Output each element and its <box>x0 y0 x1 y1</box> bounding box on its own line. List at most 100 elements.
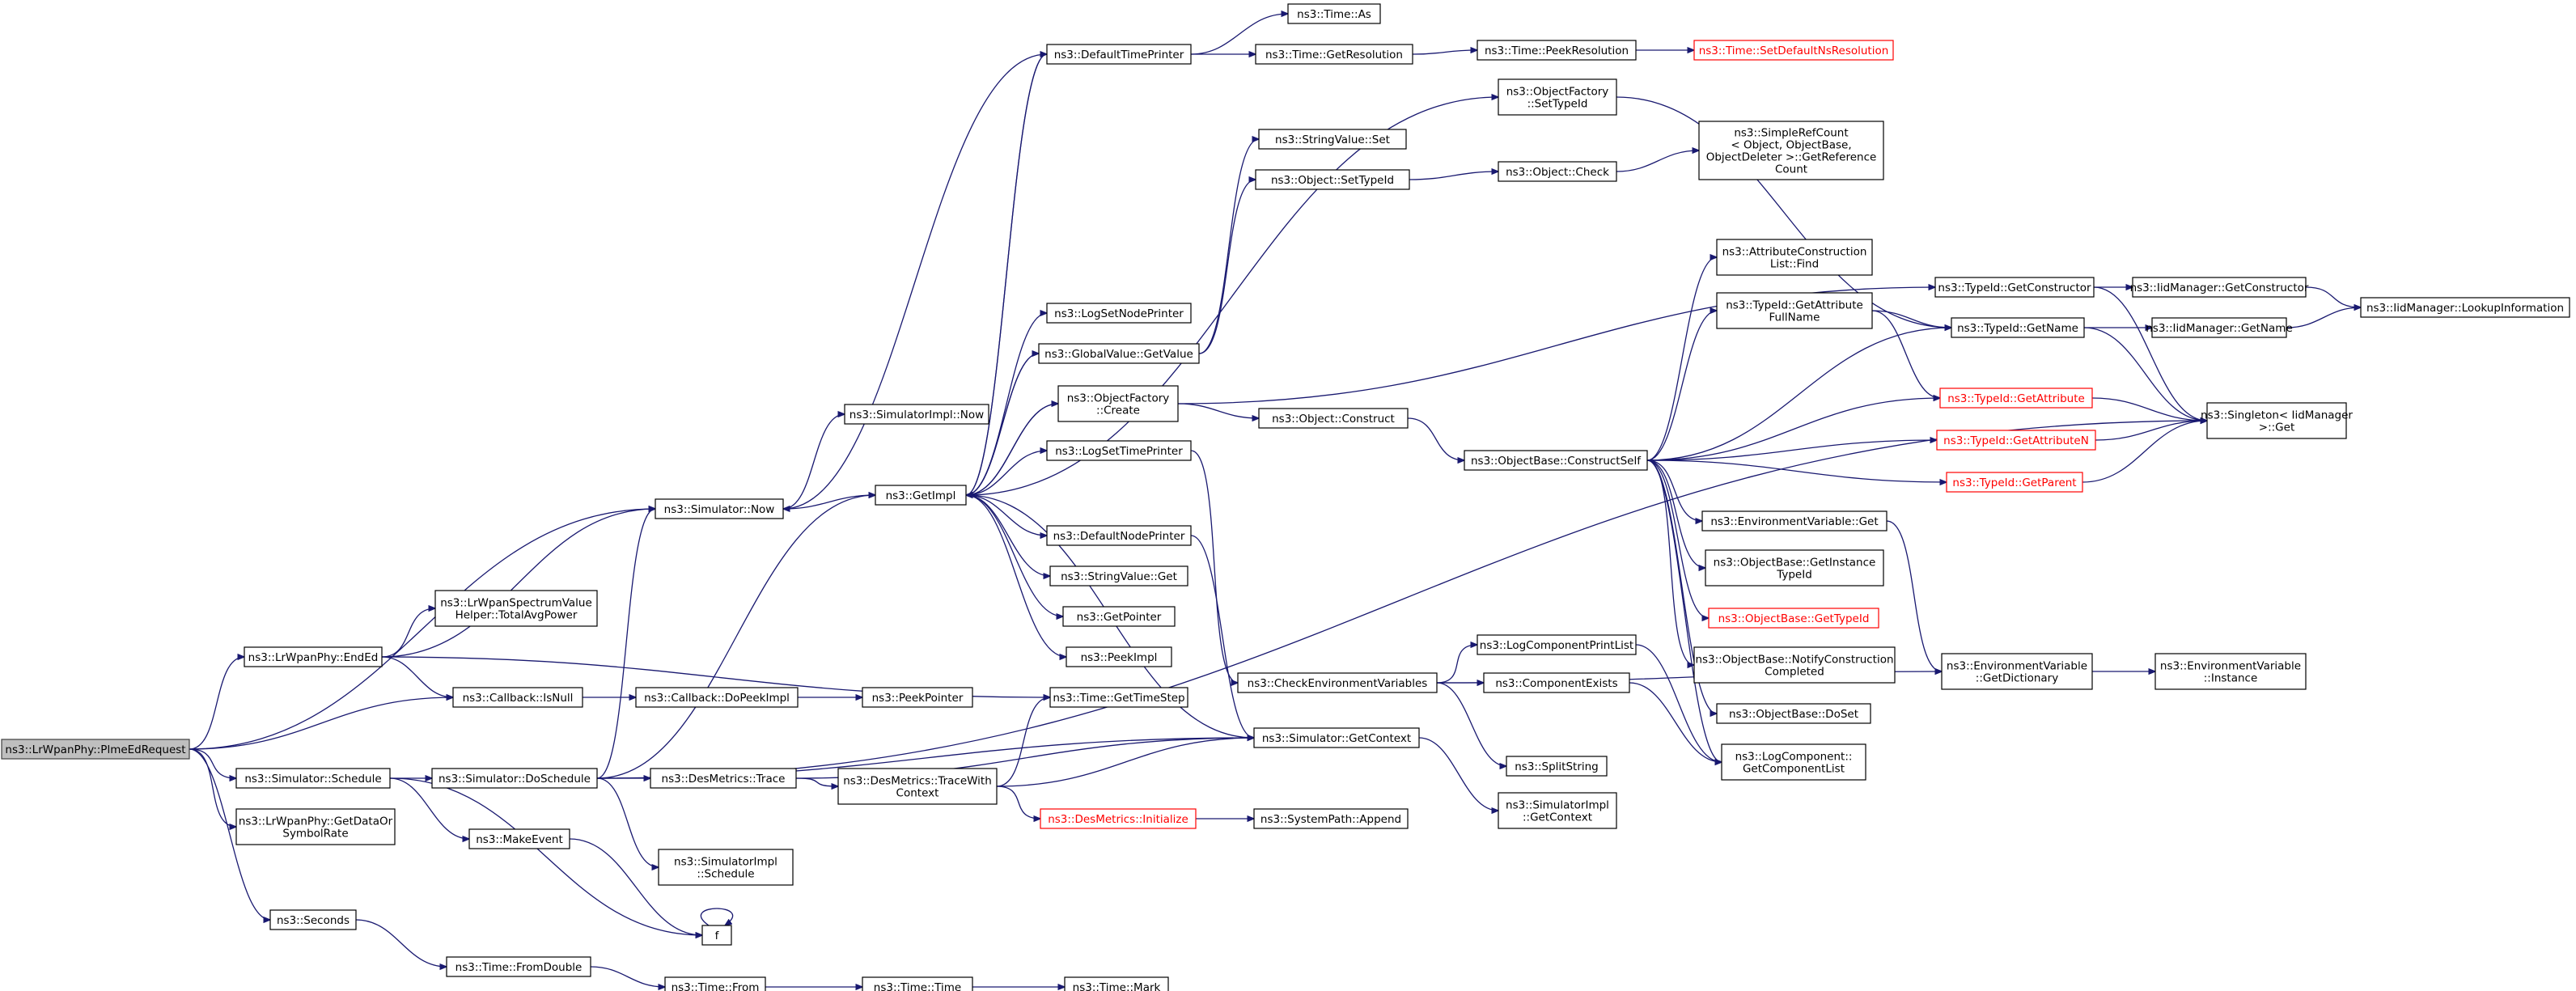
node-gettimestep[interactable]: ns3::Time::GetTimeStep <box>1049 687 1188 708</box>
node-timefrom[interactable]: ns3::Time::From <box>664 976 766 991</box>
node-objbasegettypeid[interactable]: ns3::ObjectBase::GetTypeId <box>1708 608 1879 629</box>
node-checkenv[interactable]: ns3::CheckEnvironmentVariables <box>1237 672 1438 693</box>
node-sysappend[interactable]: ns3::SystemPath::Append <box>1253 808 1409 829</box>
node-objfactorycreate[interactable]: ns3::ObjectFactory::Create <box>1057 385 1179 422</box>
node-defaultnodeprinter[interactable]: ns3::DefaultNodePrinter <box>1046 525 1192 546</box>
node-getcomponentlist[interactable]: ns3::LogComponent::GetComponentList <box>1721 743 1866 781</box>
node-splitstring[interactable]: ns3::SplitString <box>1506 756 1608 777</box>
node-logsetnodeprinter[interactable]: ns3::LogSetNodePrinter <box>1046 303 1192 324</box>
node-constructself[interactable]: ns3::ObjectBase::ConstructSelf <box>1464 450 1648 471</box>
node-logsettimeprinter[interactable]: ns3::LogSetTimePrinter <box>1046 440 1192 461</box>
node-envgetdict[interactable]: ns3::EnvironmentVariable::GetDictionary <box>1941 653 2093 690</box>
node-peekimpl[interactable]: ns3::PeekImpl <box>1066 646 1172 667</box>
node-isnull[interactable]: ns3::Callback::IsNull <box>452 687 583 708</box>
node-dopeekimpl[interactable]: ns3::Callback::DoPeekImpl <box>635 687 799 708</box>
node-label: ns3::Time::From <box>672 981 760 991</box>
node-root[interactable]: ns3::LrWpanPhy::PlmeEdRequest <box>1 739 190 760</box>
node-now[interactable]: ns3::Simulator::Now <box>655 498 784 519</box>
node-seconds[interactable]: ns3::Seconds <box>269 909 357 930</box>
edge-root-to-isnull <box>189 697 453 750</box>
node-simplerefcount[interactable]: ns3::SimpleRefCount< Object, ObjectBase,… <box>1698 121 1884 180</box>
node-typeidgetparent[interactable]: ns3::TypeId::GetParent <box>1946 472 2083 493</box>
node-iidgetconstructor[interactable]: ns3::IidManager::GetConstructor <box>2130 277 2309 298</box>
node-box <box>1708 608 1879 629</box>
edge-typeidgetconstructor-to-singleton <box>2093 286 2207 421</box>
node-label: List::Find <box>1770 258 1819 271</box>
node-doset[interactable]: ns3::ObjectBase::DoSet <box>1716 703 1871 724</box>
node-timeas[interactable]: ns3::Time::As <box>1287 3 1381 24</box>
edge-objfactorycreate-to-getimpl <box>966 403 1059 495</box>
edge-globalvalue-to-getimpl <box>966 353 1040 495</box>
node-desmetrace[interactable]: ns3::DesMetrics::Trace <box>650 768 797 789</box>
node-objfactorysettypeid[interactable]: ns3::ObjectFactory::SetTypeId <box>1498 78 1617 116</box>
node-doschedule[interactable]: ns3::Simulator::DoSchedule <box>431 768 598 789</box>
node-label: ns3::SimulatorImpl <box>674 856 777 869</box>
node-box <box>446 956 591 977</box>
node-componentexists[interactable]: ns3::ComponentExists <box>1483 672 1630 693</box>
node-label: Helper::TotalAvgPower <box>455 609 578 622</box>
node-iidlookup[interactable]: ns3::IidManager::LookupInformation <box>2360 297 2570 318</box>
node-objectsettypeid[interactable]: ns3::Object::SetTypeId <box>1255 169 1410 190</box>
node-envinstance[interactable]: ns3::EnvironmentVariable::Instance <box>2154 653 2307 690</box>
node-defaulttimeprinter[interactable]: ns3::DefaultTimePrinter <box>1046 44 1192 65</box>
node-peekpointer[interactable]: ns3::PeekPointer <box>862 687 973 708</box>
node-label: ns3::PeekPointer <box>872 692 964 705</box>
node-label: ns3::DefaultNodePrinter <box>1053 530 1185 543</box>
node-implsched[interactable]: ns3::SimulatorImpl::Schedule <box>658 849 794 886</box>
node-schedule[interactable]: ns3::Simulator::Schedule <box>235 768 391 789</box>
node-getpointer[interactable]: ns3::GetPointer <box>1062 606 1176 627</box>
node-spectrum[interactable]: ns3::LrWpanSpectrumValueHelper::TotalAvg… <box>434 590 598 627</box>
node-f[interactable]: f <box>701 925 732 946</box>
node-notifyconstruction[interactable]: ns3::ObjectBase::NotifyConstructionCompl… <box>1693 646 1896 684</box>
node-box <box>844 404 989 425</box>
node-setdefaultns[interactable]: ns3::Time::SetDefaultNsResolution <box>1693 40 1894 61</box>
node-objectcheck[interactable]: ns3::Object::Check <box>1498 161 1617 182</box>
node-ended[interactable]: ns3::LrWpanPhy::EndEd <box>244 646 383 667</box>
node-typeidgetconstructor[interactable]: ns3::TypeId::GetConstructor <box>1934 277 2095 298</box>
node-box <box>655 498 784 519</box>
node-peekresolution[interactable]: ns3::Time::PeekResolution <box>1477 40 1637 61</box>
node-getcontext[interactable]: ns3::Simulator::GetContext <box>1253 727 1420 748</box>
node-label: ns3::Time::GetResolution <box>1265 49 1403 61</box>
node-label: ns3::EnvironmentVariable::Get <box>1710 515 1878 528</box>
node-iidgetname[interactable]: ns3::IidManager::GetName <box>2146 317 2293 338</box>
node-timetime[interactable]: ns3::Time::Time <box>862 976 973 991</box>
node-getimpl[interactable]: ns3::GetImpl <box>875 485 967 506</box>
node-box <box>1258 129 1407 150</box>
node-typeidgetattributen[interactable]: ns3::TypeId::GetAttributeN <box>1936 430 2096 451</box>
node-desinit[interactable]: ns3::DesMetrics::Initialize <box>1040 808 1197 829</box>
node-label: ns3::TypeId::GetParent <box>1952 476 2076 489</box>
edge-getimpl-to-objfactorysettypeid <box>965 97 1498 496</box>
node-label: ns3::ObjectFactory <box>1506 86 1609 99</box>
node-label: ns3::LogComponentPrintList <box>1480 639 1633 652</box>
node-label: ns3::LogSetNodePrinter <box>1054 307 1184 320</box>
node-typeidgetattribute[interactable]: ns3::TypeId::GetAttribute <box>1939 388 2093 409</box>
node-typeidgetname[interactable]: ns3::TypeId::GetName <box>1951 317 2085 338</box>
node-logcomponentprintlist[interactable]: ns3::LogComponentPrintList <box>1477 634 1637 655</box>
node-label: ns3::LrWpanPhy::GetDataOr <box>239 815 393 828</box>
node-globalvalue[interactable]: ns3::GlobalValue::GetValue <box>1038 343 1200 364</box>
node-implgetcontext[interactable]: ns3::SimulatorImpl::GetContext <box>1498 792 1617 829</box>
node-timemark[interactable]: ns3::Time::Mark <box>1064 976 1169 991</box>
node-fromdouble[interactable]: ns3::Time::FromDouble <box>446 956 591 977</box>
node-envget[interactable]: ns3::EnvironmentVariable::Get <box>1701 510 1888 531</box>
edge-fromdouble-to-timefrom <box>590 966 665 987</box>
node-label: ns3::GetImpl <box>886 489 956 502</box>
node-objectconstruct[interactable]: ns3::Object::Construct <box>1258 408 1409 429</box>
edge-doschedule-to-now <box>596 509 655 779</box>
node-stringvalueget[interactable]: ns3::StringValue::Get <box>1049 565 1188 587</box>
node-makeevent[interactable]: ns3::MakeEvent <box>468 828 570 849</box>
node-singleton[interactable]: ns3::Singleton< IidManager>::Get <box>2201 402 2353 439</box>
node-label: ns3::ComponentExists <box>1495 677 1617 690</box>
node-simimplnow[interactable]: ns3::SimulatorImpl::Now <box>844 404 989 425</box>
edge-now-to-simimplnow <box>782 414 845 510</box>
node-box <box>1464 450 1648 471</box>
node-label: ns3::ObjectBase::GetTypeId <box>1718 612 1870 625</box>
node-getresolution[interactable]: ns3::Time::GetResolution <box>1255 44 1413 65</box>
node-stringvalueset[interactable]: ns3::StringValue::Set <box>1258 129 1407 150</box>
